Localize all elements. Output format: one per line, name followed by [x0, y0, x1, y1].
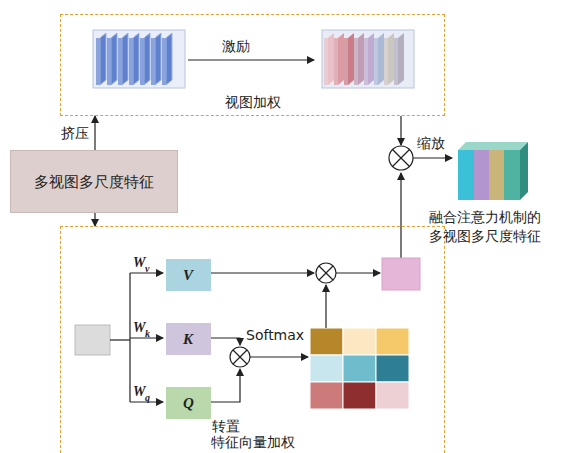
slab	[334, 38, 338, 85]
slab	[107, 38, 111, 85]
attention-arrow	[400, 173, 401, 258]
slab	[166, 33, 172, 85]
weight-subscript: v	[145, 263, 149, 274]
slab	[140, 38, 144, 85]
slab	[398, 33, 404, 85]
weighted-slabs	[322, 30, 414, 88]
slab	[100, 33, 106, 85]
slab	[348, 33, 354, 85]
slab	[324, 38, 328, 85]
vector-box: V	[166, 259, 211, 291]
weight-symbol: W	[133, 320, 145, 335]
slab	[354, 38, 358, 85]
edge-label: 挤压	[61, 125, 89, 141]
vector-box: K	[166, 323, 211, 355]
v-arrow	[210, 272, 314, 273]
matrix-arrow	[325, 285, 326, 328]
feature-box: 多视图多尺度特征	[10, 150, 178, 213]
slab	[338, 33, 344, 85]
weight-subscript: q	[145, 392, 150, 403]
weight-symbol: W	[133, 384, 145, 399]
softmax-arrow	[250, 356, 308, 357]
node-text: Q	[183, 394, 194, 412]
slab	[118, 38, 122, 85]
attention-matrix	[310, 328, 409, 409]
operation-label: 转置	[212, 418, 240, 434]
slab	[358, 33, 364, 85]
slab	[129, 38, 133, 85]
node-text: V	[183, 266, 193, 284]
branch-line	[110, 339, 130, 340]
output-cube	[458, 142, 528, 200]
slab	[133, 33, 139, 85]
slab	[364, 38, 368, 85]
scale-arrow	[413, 157, 452, 158]
multiply-symbol	[230, 347, 250, 367]
output-label: 融合注意力机制的 多视图多尺度特征	[420, 208, 550, 246]
multiply-symbol	[316, 263, 336, 283]
slab	[394, 38, 398, 85]
slab	[155, 33, 161, 85]
dashed-group: 视图加权	[60, 14, 445, 116]
output-arrow	[336, 272, 380, 273]
connector-arrow	[94, 116, 95, 150]
node-text: K	[183, 330, 193, 348]
q-arrow	[210, 369, 240, 402]
slab	[368, 33, 374, 85]
slab	[151, 38, 155, 85]
operation-label: Softmax	[246, 327, 304, 343]
slab	[344, 38, 348, 85]
node-text: 视图加权	[225, 94, 281, 111]
slab	[378, 33, 384, 85]
slab	[384, 38, 388, 85]
feature-slabs	[93, 30, 185, 88]
arrow-label: 缩放	[417, 135, 445, 151]
slab	[388, 33, 394, 85]
input-vector	[75, 325, 110, 355]
weighted-vector	[382, 258, 420, 290]
slab	[374, 38, 378, 85]
slab	[96, 38, 100, 85]
weight-symbol: W	[133, 255, 145, 270]
arrow-label: 激励	[222, 38, 250, 54]
weight-arrow	[400, 116, 401, 145]
slab	[162, 38, 166, 85]
multiply-symbol	[389, 146, 413, 170]
k-arrow	[210, 338, 240, 345]
slab	[111, 33, 117, 85]
node-text: 特征向量加权	[211, 434, 295, 451]
vector-box: Q	[166, 387, 211, 419]
excite-arrow	[188, 59, 314, 60]
connector-arrow	[94, 213, 95, 226]
slab	[144, 33, 150, 85]
node-text: 多视图多尺度特征	[34, 173, 154, 191]
slab	[328, 33, 334, 85]
weight-subscript: k	[145, 328, 150, 339]
slab	[122, 33, 128, 85]
slab-box	[322, 30, 414, 88]
slab-box	[93, 30, 185, 88]
